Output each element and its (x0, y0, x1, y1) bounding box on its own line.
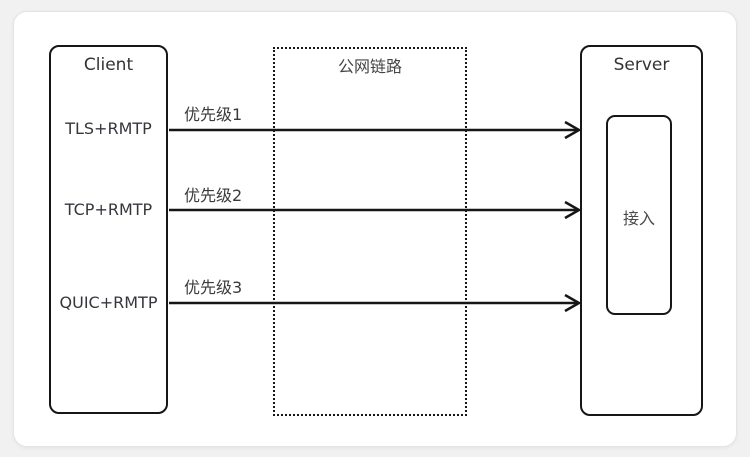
priority3-label: 优先级3 (184, 278, 243, 297)
server-box: Server 接入 (580, 45, 703, 416)
access-module-label: 接入 (622, 209, 655, 228)
client-box: Client TLS+RMTP TCP+RMTP QUIC+RMTP (49, 45, 168, 414)
public-network-region: 公网链路 (273, 47, 467, 416)
client-title: Client (83, 55, 134, 75)
access-module-box: 接入 (606, 115, 672, 315)
public-network-label: 公网链路 (337, 57, 402, 76)
priority2-label: 优先级2 (184, 186, 243, 205)
protocol-label-tls-rmtp: TLS+RMTP (65, 119, 152, 138)
server-title: Server (613, 55, 670, 75)
protocol-label-tcp-rmtp: TCP+RMTP (64, 200, 153, 219)
protocol-label-quic-rmtp: QUIC+RMTP (59, 293, 158, 312)
priority1-label: 优先级1 (184, 105, 243, 124)
